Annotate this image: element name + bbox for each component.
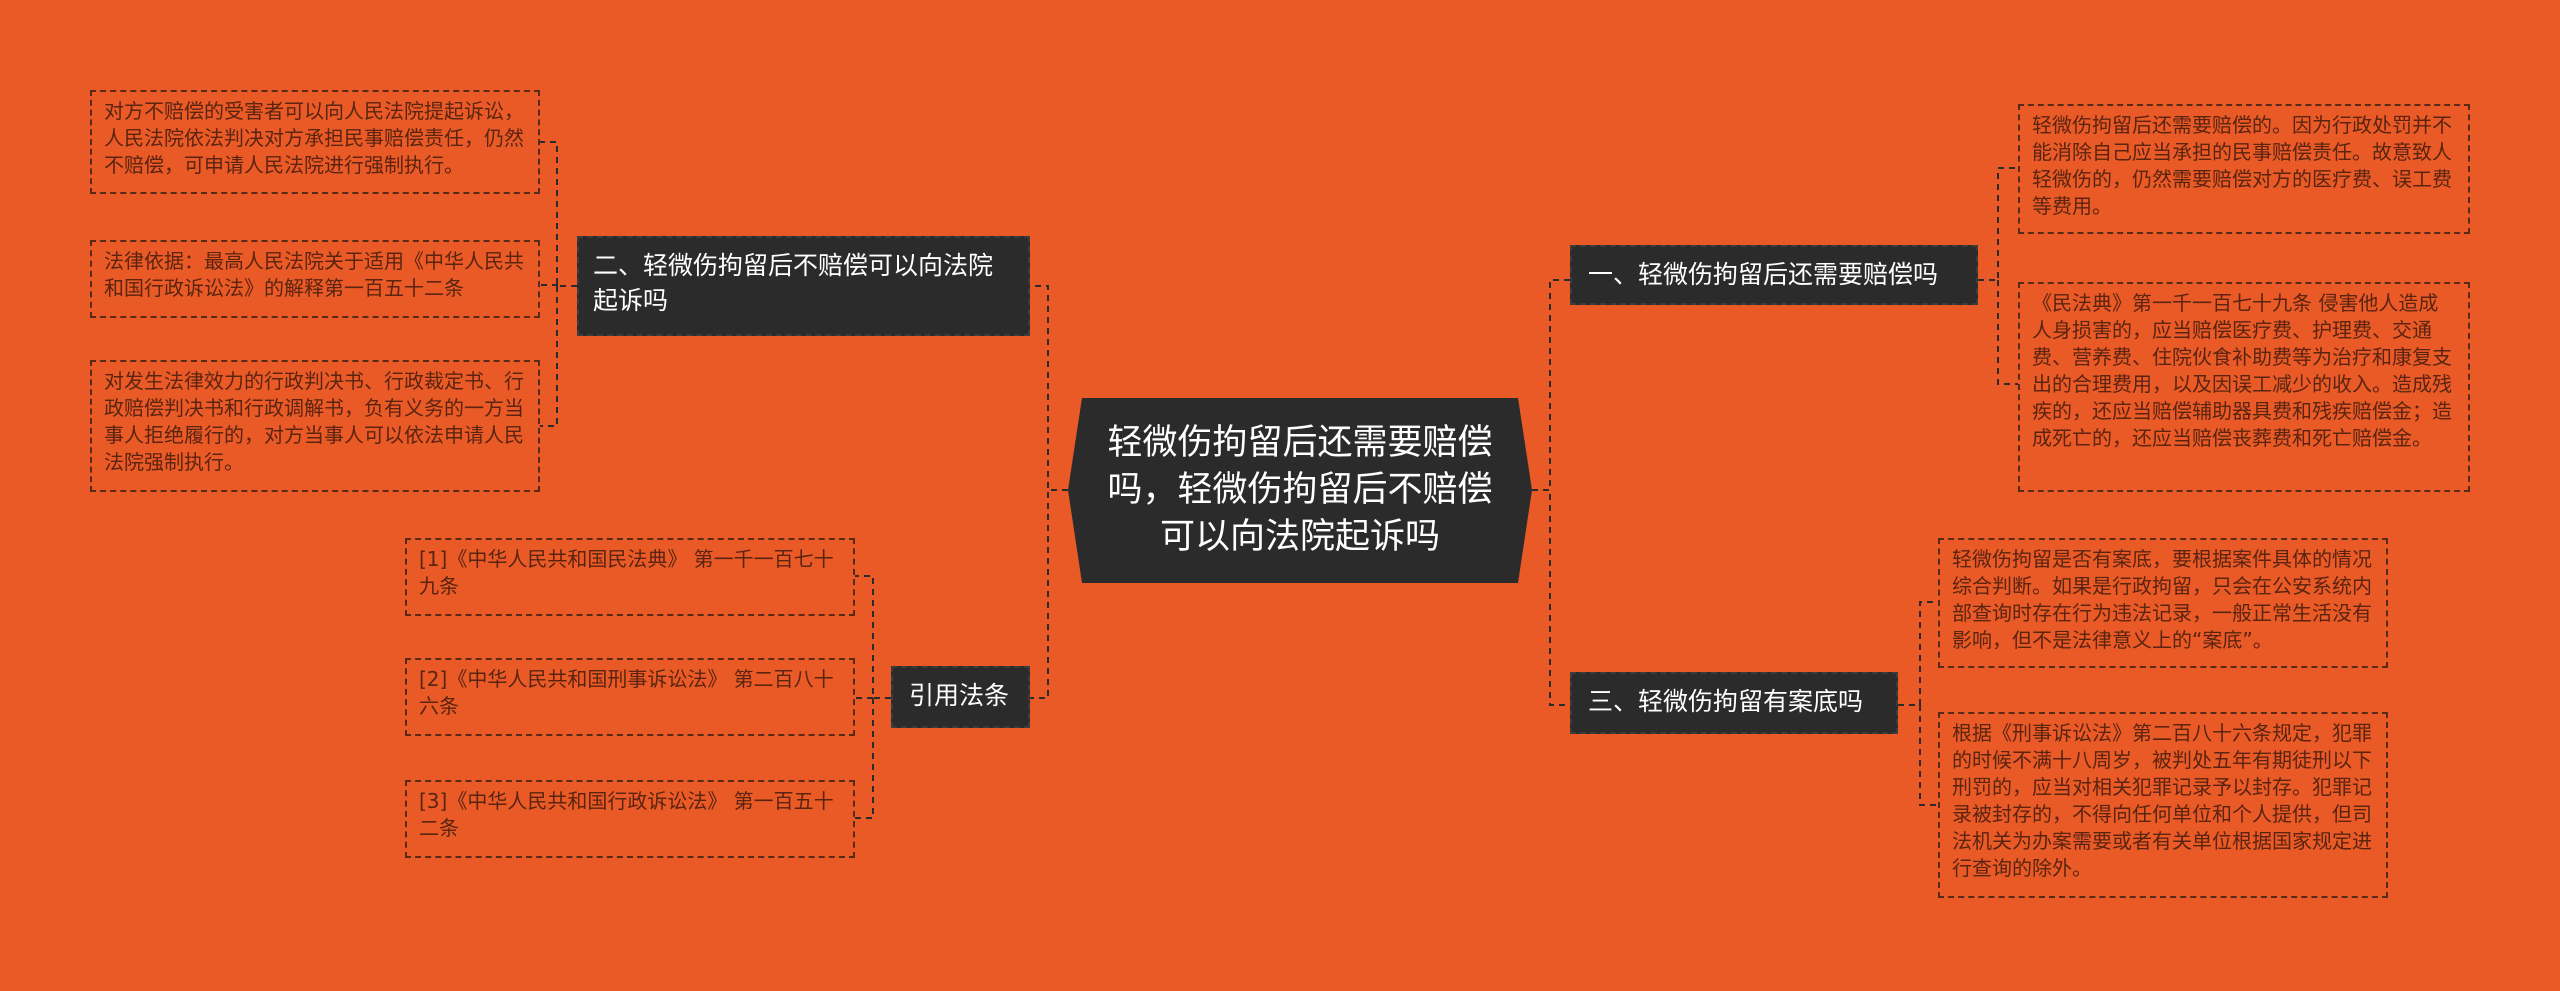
branch-2-leaf-2: 法律依据：最高人民法院关于适用《中华人民共和国行政诉讼法》的解释第一百五十二条 <box>90 240 540 318</box>
branch-2-leaf-1: 对方不赔偿的受害者可以向人民法院提起诉讼，人民法院依法判决对方承担民事赔偿责任，… <box>90 90 540 194</box>
center-topic-shape <box>1068 398 1532 583</box>
branch-4-leaf-1-text: [1]《中华人民共和国民法典》 第一千一百七十九条 <box>419 547 834 598</box>
connector-b3-leaves <box>1898 601 1938 806</box>
branch-1[interactable]: 一、轻微伤拘留后还需要赔偿吗 <box>1570 245 1978 305</box>
branch-1-leaf-1: 轻微伤拘留后还需要赔偿的。因为行政处罚并不能消除自己应当承担的民事赔偿责任。故意… <box>2018 104 2470 234</box>
connector-center-b3 <box>1532 489 1570 706</box>
branch-4-leaf-3: [3]《中华人民共和国行政诉讼法》 第一百五十二条 <box>405 780 855 858</box>
branch-3-leaf-2: 根据《刑事诉讼法》第二百八十六条规定，犯罪的时候不满十八周岁，被判处五年有期徒刑… <box>1938 712 2388 898</box>
branch-3-leaf-1: 轻微伤拘留是否有案底，要根据案件具体的情况综合判断。如果是行政拘留，只会在公安系… <box>1938 538 2388 668</box>
connector-center-b1 <box>1532 279 1570 491</box>
branch-2-leaf-3: 对发生法律效力的行政判决书、行政裁定书、行政赔偿判决书和行政调解书，负有义务的一… <box>90 360 540 492</box>
center-topic-title: 轻微伤拘留后还需要赔偿吗，轻微伤拘留后不赔偿可以向法院起诉吗 <box>1107 423 1493 557</box>
branch-1-label: 一、轻微伤拘留后还需要赔偿吗 <box>1588 260 1939 289</box>
connector-center-b4 <box>1030 489 1068 699</box>
connector-b4-leaves <box>855 575 891 819</box>
branch-2-label: 二、轻微伤拘留后不赔偿可以向法院起诉吗 <box>593 251 994 315</box>
branch-1-leaf-2-text: 《民法典》第一千一百七十九条 侵害他人造成人身损害的，应当赔偿医疗费、护理费、交… <box>2032 291 2452 450</box>
branch-1-leaf-2: 《民法典》第一千一百七十九条 侵害他人造成人身损害的，应当赔偿医疗费、护理费、交… <box>2018 282 2470 492</box>
branch-3[interactable]: 三、轻微伤拘留有案底吗 <box>1570 672 1898 734</box>
connector-center-b2 <box>1030 285 1068 491</box>
branch-4-leaf-1: [1]《中华人民共和国民法典》 第一千一百七十九条 <box>405 538 855 616</box>
branch-2-leaf-3-text: 对发生法律效力的行政判决书、行政裁定书、行政赔偿判决书和行政调解书，负有义务的一… <box>104 369 524 474</box>
branch-3-leaf-2-text: 根据《刑事诉讼法》第二百八十六条规定，犯罪的时候不满十八周岁，被判处五年有期徒刑… <box>1952 721 2372 880</box>
branch-4-leaf-2: [2]《中华人民共和国刑事诉讼法》 第二百八十六条 <box>405 658 855 736</box>
branch-2-leaf-2-text: 法律依据：最高人民法院关于适用《中华人民共和国行政诉讼法》的解释第一百五十二条 <box>104 249 524 300</box>
connector-b2-leaves <box>540 141 577 427</box>
branch-2-leaf-1-text: 对方不赔偿的受害者可以向人民法院提起诉讼，人民法院依法判决对方承担民事赔偿责任，… <box>104 99 524 177</box>
center-topic[interactable]: 轻微伤拘留后还需要赔偿吗，轻微伤拘留后不赔偿可以向法院起诉吗 <box>1068 398 1532 583</box>
branch-4[interactable]: 引用法条 <box>891 666 1030 728</box>
branch-4-leaf-3-text: [3]《中华人民共和国行政诉讼法》 第一百五十二条 <box>419 789 834 840</box>
branch-4-leaf-2-text: [2]《中华人民共和国刑事诉讼法》 第二百八十六条 <box>419 667 834 718</box>
branch-4-label: 引用法条 <box>909 681 1010 710</box>
branch-1-leaf-1-text: 轻微伤拘留后还需要赔偿的。因为行政处罚并不能消除自己应当承担的民事赔偿责任。故意… <box>2032 113 2452 218</box>
branch-3-label: 三、轻微伤拘留有案底吗 <box>1588 687 1864 716</box>
connector-b1-leaves <box>1978 167 2018 385</box>
branch-3-leaf-1-text: 轻微伤拘留是否有案底，要根据案件具体的情况综合判断。如果是行政拘留，只会在公安系… <box>1952 547 2372 652</box>
branch-2[interactable]: 二、轻微伤拘留后不赔偿可以向法院起诉吗 <box>577 236 1030 336</box>
